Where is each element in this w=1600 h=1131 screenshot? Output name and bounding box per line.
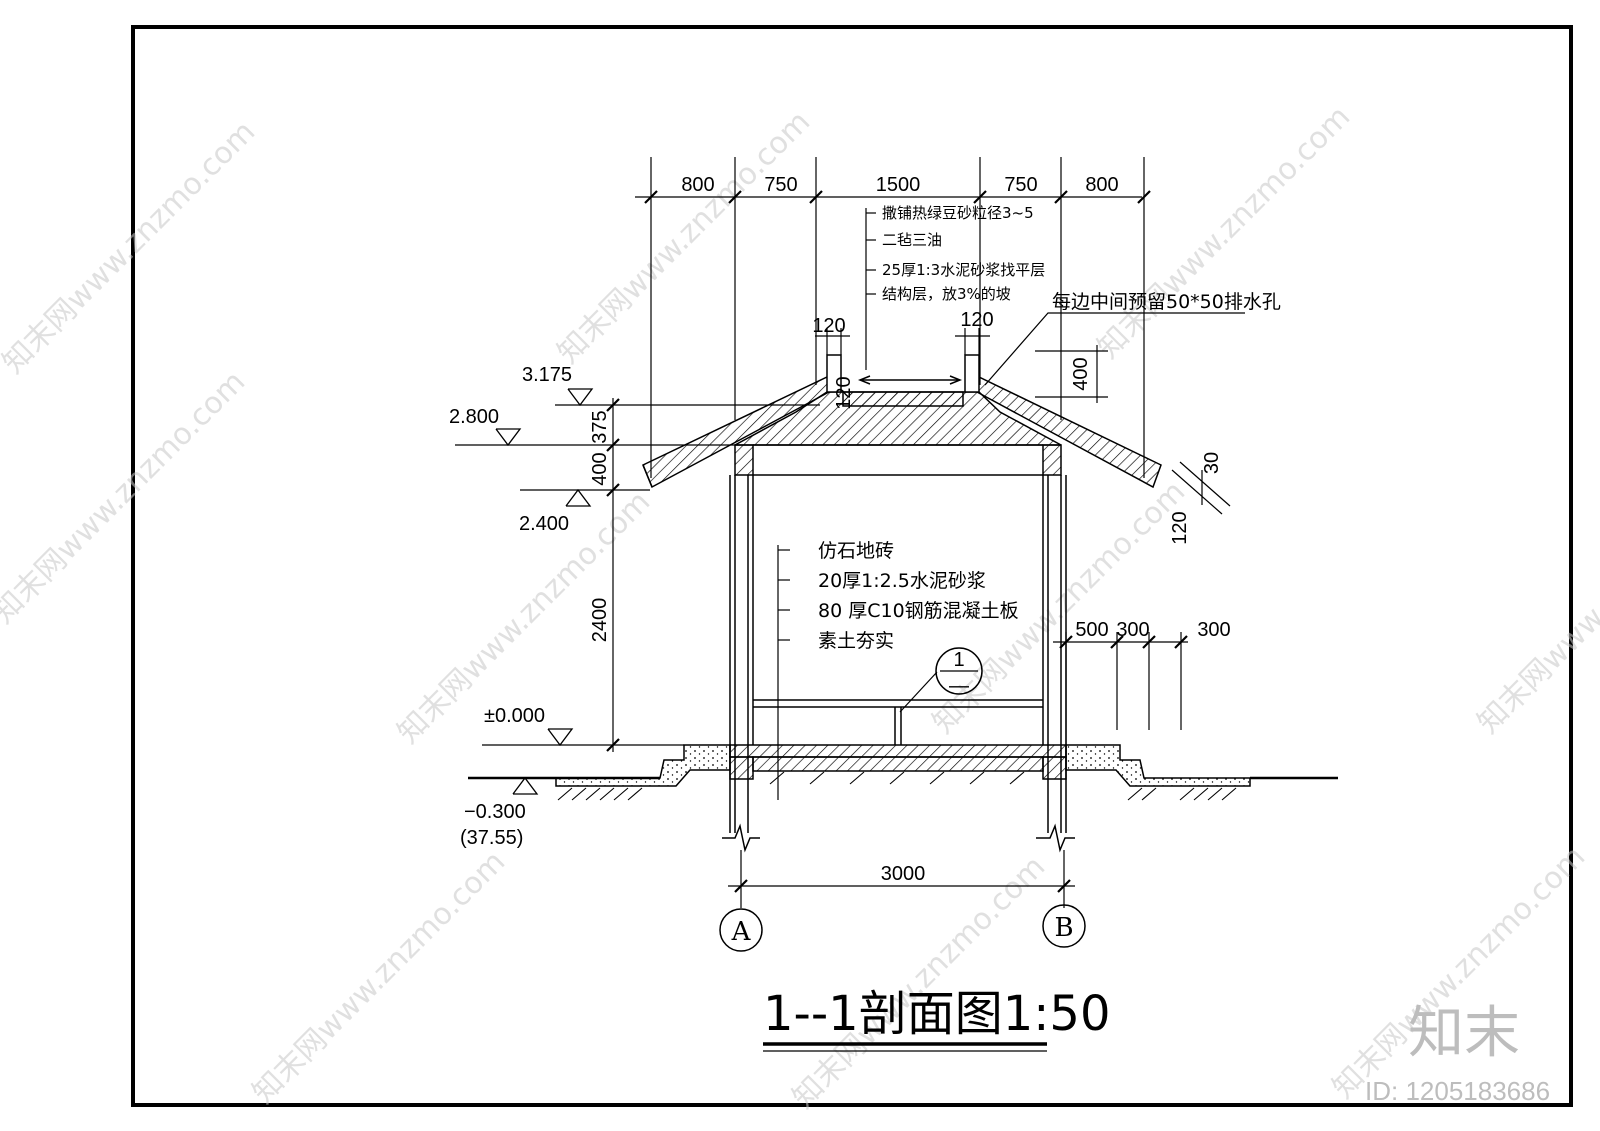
watermark-text: 知末网www.znzmo.com xyxy=(1091,99,1357,365)
floor-note-1: 20厚1:2.5水泥砂浆 xyxy=(818,570,986,592)
vdim-375: 375 xyxy=(589,410,611,443)
step-dim-300b: 300 xyxy=(1197,619,1230,641)
bench xyxy=(753,699,1043,745)
parapet-dim-right: 120 xyxy=(960,309,993,331)
top-dimension-chain xyxy=(635,157,1151,478)
sheet-frame xyxy=(131,25,1573,1107)
earth-hatch xyxy=(557,771,1237,801)
span-dim xyxy=(728,850,1075,908)
drain-note: 每边中间预留50*50排水孔 xyxy=(1052,291,1281,313)
floor-note-3: 素土夯实 xyxy=(818,630,894,652)
elevation-3175: 3.175 xyxy=(522,364,572,386)
roof-note-3: 结构层，放3%的坡 xyxy=(882,285,1011,303)
dim-top-2: 1500 xyxy=(876,174,921,196)
parapet-dim-height: 120 xyxy=(833,376,855,409)
watermark-text: 知末网www.znzmo.com xyxy=(0,364,252,630)
eave-dim-30: 30 xyxy=(1201,452,1223,474)
detail-marker: 1 — xyxy=(899,647,983,713)
axis-label-a: A xyxy=(731,917,752,947)
elevation-neg: −0.300 xyxy=(464,801,526,823)
detail-marker-top: 1 xyxy=(953,649,964,671)
axis-bubble-b: B xyxy=(1042,904,1086,948)
watermark-text: 知末网www.znzmo.com xyxy=(246,844,512,1110)
brand-watermark: 知末 xyxy=(1408,1001,1520,1066)
axis-label-b: B xyxy=(1054,913,1073,943)
elevation-abs: (37.55) xyxy=(460,827,523,849)
watermark-text: 知末网www.znzmo.com xyxy=(1471,474,1600,740)
step-dim-500: 500 xyxy=(1075,619,1108,641)
dim-top-4: 800 xyxy=(1085,174,1118,196)
span-dim-3000: 3000 xyxy=(881,863,926,885)
elevation-2400: 2.400 xyxy=(519,513,569,535)
floor-note-2: 80 厚C10钢筋混凝土板 xyxy=(818,600,1019,622)
roof-note-1: 二毡三油 xyxy=(882,231,942,249)
dim-top-0: 800 xyxy=(681,174,714,196)
roof-note-2: 25厚1:3水泥砂浆找平层 xyxy=(882,261,1045,279)
vertical-dim-chain xyxy=(606,398,620,752)
parapet-dim-left: 120 xyxy=(812,315,845,337)
floor-slab xyxy=(555,744,1251,787)
dim-top-1: 750 xyxy=(764,174,797,196)
elevation-0: ±0.000 xyxy=(484,705,545,727)
elevation-marks xyxy=(455,388,820,795)
watermark-layer: 知末网www.znzmo.com 知末网www.znzmo.com 知末网www… xyxy=(0,99,1600,1115)
axis-bubble-a: A xyxy=(719,908,763,952)
vdim-2400: 2400 xyxy=(589,598,611,643)
roof-note-0: 撒铺热绿豆砂粒径3~5 xyxy=(882,204,1034,222)
drawing-title: 1--1剖面图1:50 xyxy=(763,986,1111,1042)
parapet-dim-400: 400 xyxy=(1070,357,1092,390)
floor-note-leader xyxy=(777,545,790,800)
eave-dims xyxy=(1171,461,1231,515)
step-dims xyxy=(1053,632,1188,745)
floor-note-0: 仿石地砖 xyxy=(818,540,894,562)
watermark-text: 知末网www.znzmo.com xyxy=(786,849,1052,1115)
eave-dim-120: 120 xyxy=(1169,511,1191,544)
dim-top-3: 750 xyxy=(1004,174,1037,196)
roof-note-leader xyxy=(865,208,876,370)
vdim-400: 400 xyxy=(589,452,611,485)
watermark-text: 知末网www.znzmo.com xyxy=(551,104,817,370)
step-dim-300a: 300 xyxy=(1116,619,1149,641)
detail-marker-bottom: — xyxy=(949,675,969,697)
parapet-dims xyxy=(815,328,1108,403)
elevation-2800: 2.800 xyxy=(449,406,499,428)
title-underline xyxy=(763,1042,1047,1052)
image-id: ID: 1205183686 xyxy=(1365,1076,1550,1106)
drain-note-leader xyxy=(984,312,1245,386)
